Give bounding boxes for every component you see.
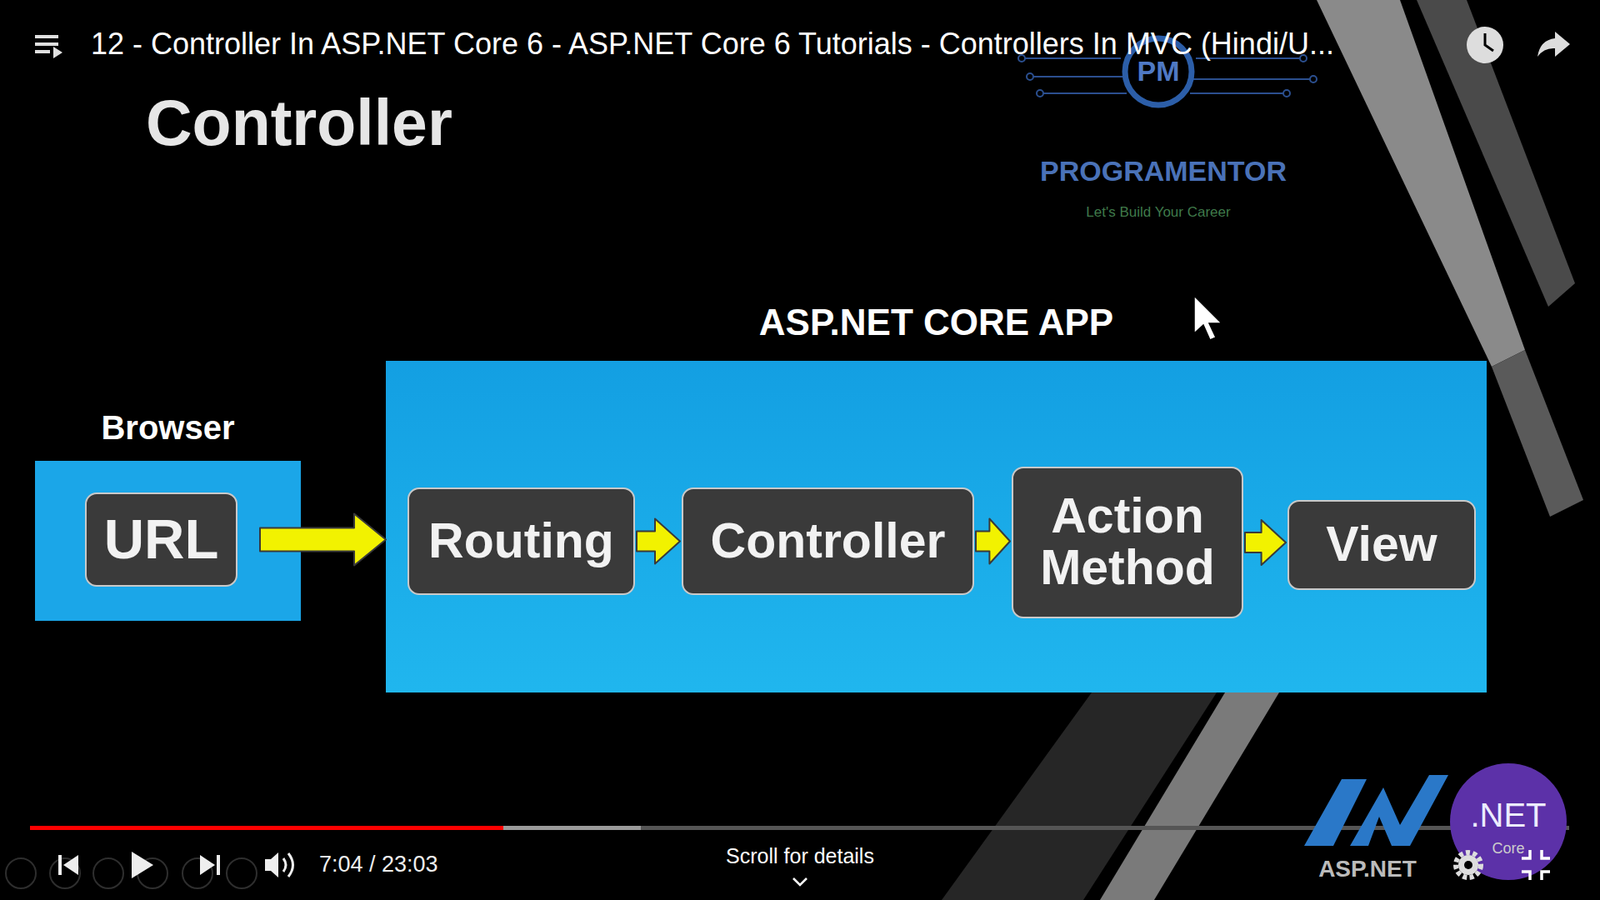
panel-heading: ASP.NET CORE APP	[759, 302, 1114, 343]
next-icon	[200, 855, 220, 875]
step-text: Routing	[428, 515, 615, 568]
mouse-cursor	[1194, 295, 1222, 340]
settings-icon	[1455, 852, 1481, 878]
logo-circuit	[1018, 55, 1317, 97]
step-text: URL	[104, 510, 220, 569]
progress-played	[30, 825, 504, 830]
chevron-icon	[793, 878, 807, 885]
brand-name: PROGRAMENTOR	[1040, 155, 1287, 188]
aspnet-logo-mark	[1304, 775, 1449, 846]
slide-title: Controller	[145, 85, 453, 160]
diagonal-stripe	[1316, 0, 1525, 367]
dotnet-logo-text: .NET	[1470, 795, 1546, 835]
play-icon	[131, 851, 154, 879]
logo-initials: PM	[1137, 55, 1180, 88]
aspnet-logo-text: ASP.NET	[1318, 855, 1417, 883]
previous-icon	[58, 855, 79, 875]
step-text: View	[1325, 519, 1437, 571]
app-container: ASP.NET CORE APPRoutingControllerAction …	[385, 360, 1487, 693]
view-step: View	[1287, 500, 1476, 590]
diagonal-stripe	[1491, 350, 1584, 517]
step-text: Controller	[710, 515, 946, 568]
diagonal-stripe	[1416, 0, 1575, 307]
panel-heading: Browser	[100, 409, 235, 446]
time-display: 7:04 / 23:03	[319, 851, 439, 878]
progress-buffer	[30, 825, 641, 830]
exit-fullscreen-icon	[1521, 850, 1550, 880]
url-box: URL	[85, 492, 238, 587]
dotnet-core-text: Core	[1491, 840, 1525, 858]
diagonal-stripe	[1100, 692, 1280, 900]
scroll-hint: Scroll for details	[725, 844, 875, 869]
step-text: Action Method	[1026, 490, 1229, 595]
volume-icon	[265, 852, 294, 878]
dotnet-logo-circle	[1450, 763, 1567, 880]
share-icon	[1537, 31, 1570, 57]
watch-later-icon	[1466, 26, 1504, 64]
controller-step: Controller	[681, 487, 975, 595]
routing-step: Routing	[407, 487, 635, 595]
brand-tagline: Let's Build Your Career	[1085, 204, 1230, 221]
playlist-icon	[35, 35, 63, 59]
action-method-step: Action Method	[1011, 466, 1244, 619]
